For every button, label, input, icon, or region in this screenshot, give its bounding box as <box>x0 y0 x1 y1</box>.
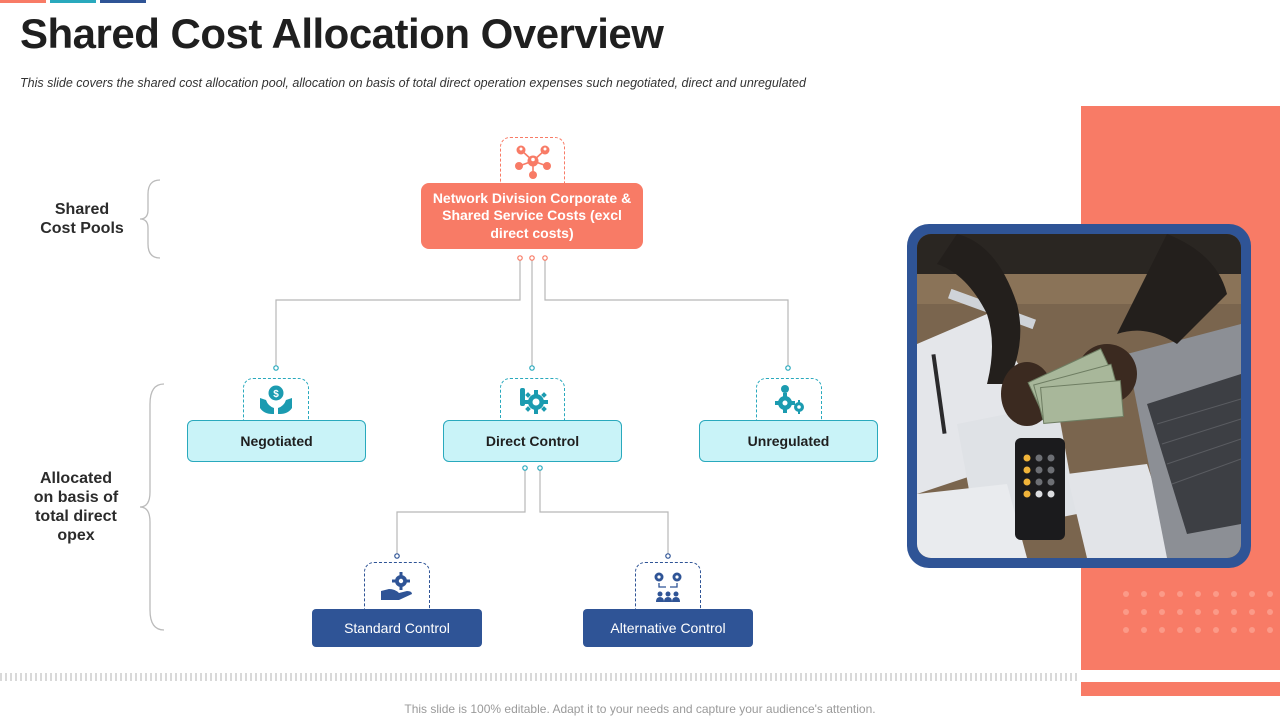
standard-control-label: Standard Control <box>344 620 450 636</box>
coral-strip <box>1081 682 1280 696</box>
node-standard-control: Standard Control <box>312 609 482 647</box>
unregulated-label: Unregulated <box>747 433 830 449</box>
photo-illustration <box>917 234 1241 558</box>
label-shared-cost-pools: Shared Cost Pools <box>40 201 124 237</box>
brace-shared-cost-pools <box>139 179 161 259</box>
accent-bar-teal <box>50 0 96 3</box>
direct-control-icon-tab <box>500 378 565 421</box>
money-hands-icon: $ <box>260 385 292 414</box>
alternative-control-label: Alternative Control <box>610 620 726 636</box>
node-unregulated: Unregulated <box>699 420 878 462</box>
hand-gear-icon <box>381 571 412 600</box>
page-subtitle: This slide covers the shared cost alloca… <box>20 76 806 90</box>
accent-bar-coral <box>0 0 46 3</box>
alternative-control-icon-tab <box>635 562 701 610</box>
negotiated-icon-tab: $ <box>243 378 309 421</box>
negotiated-label: Negotiated <box>240 433 313 449</box>
top-node-label: Network Division Corporate & Shared Serv… <box>432 189 632 241</box>
direct-control-label: Direct Control <box>485 433 580 449</box>
footer-note: This slide is 100% editable. Adapt it to… <box>404 702 876 716</box>
dot-pattern <box>1123 591 1273 633</box>
label-allocated-basis: Allocated on basis of total direct opex <box>33 470 119 544</box>
node-alternative-control: Alternative Control <box>583 609 753 647</box>
svg-text:$: $ <box>273 389 279 400</box>
top-node-network-division: Network Division Corporate & Shared Serv… <box>421 183 643 249</box>
node-negotiated: Negotiated <box>187 420 366 462</box>
gear-control-icon <box>519 388 548 414</box>
network-people-icon <box>514 145 551 179</box>
team-gears-icon <box>654 572 682 602</box>
page-title: Shared Cost Allocation Overview <box>20 10 664 57</box>
top-node-icon-tab <box>500 137 565 184</box>
money-counting-photo <box>917 234 1241 558</box>
brace-allocated <box>139 383 165 631</box>
unregulated-icon-tab <box>756 378 822 421</box>
gears-icon <box>775 385 804 414</box>
footer-divider <box>0 673 1080 681</box>
node-direct-control: Direct Control <box>443 420 622 462</box>
accent-bar-navy <box>100 0 146 3</box>
standard-control-icon-tab <box>364 562 430 610</box>
